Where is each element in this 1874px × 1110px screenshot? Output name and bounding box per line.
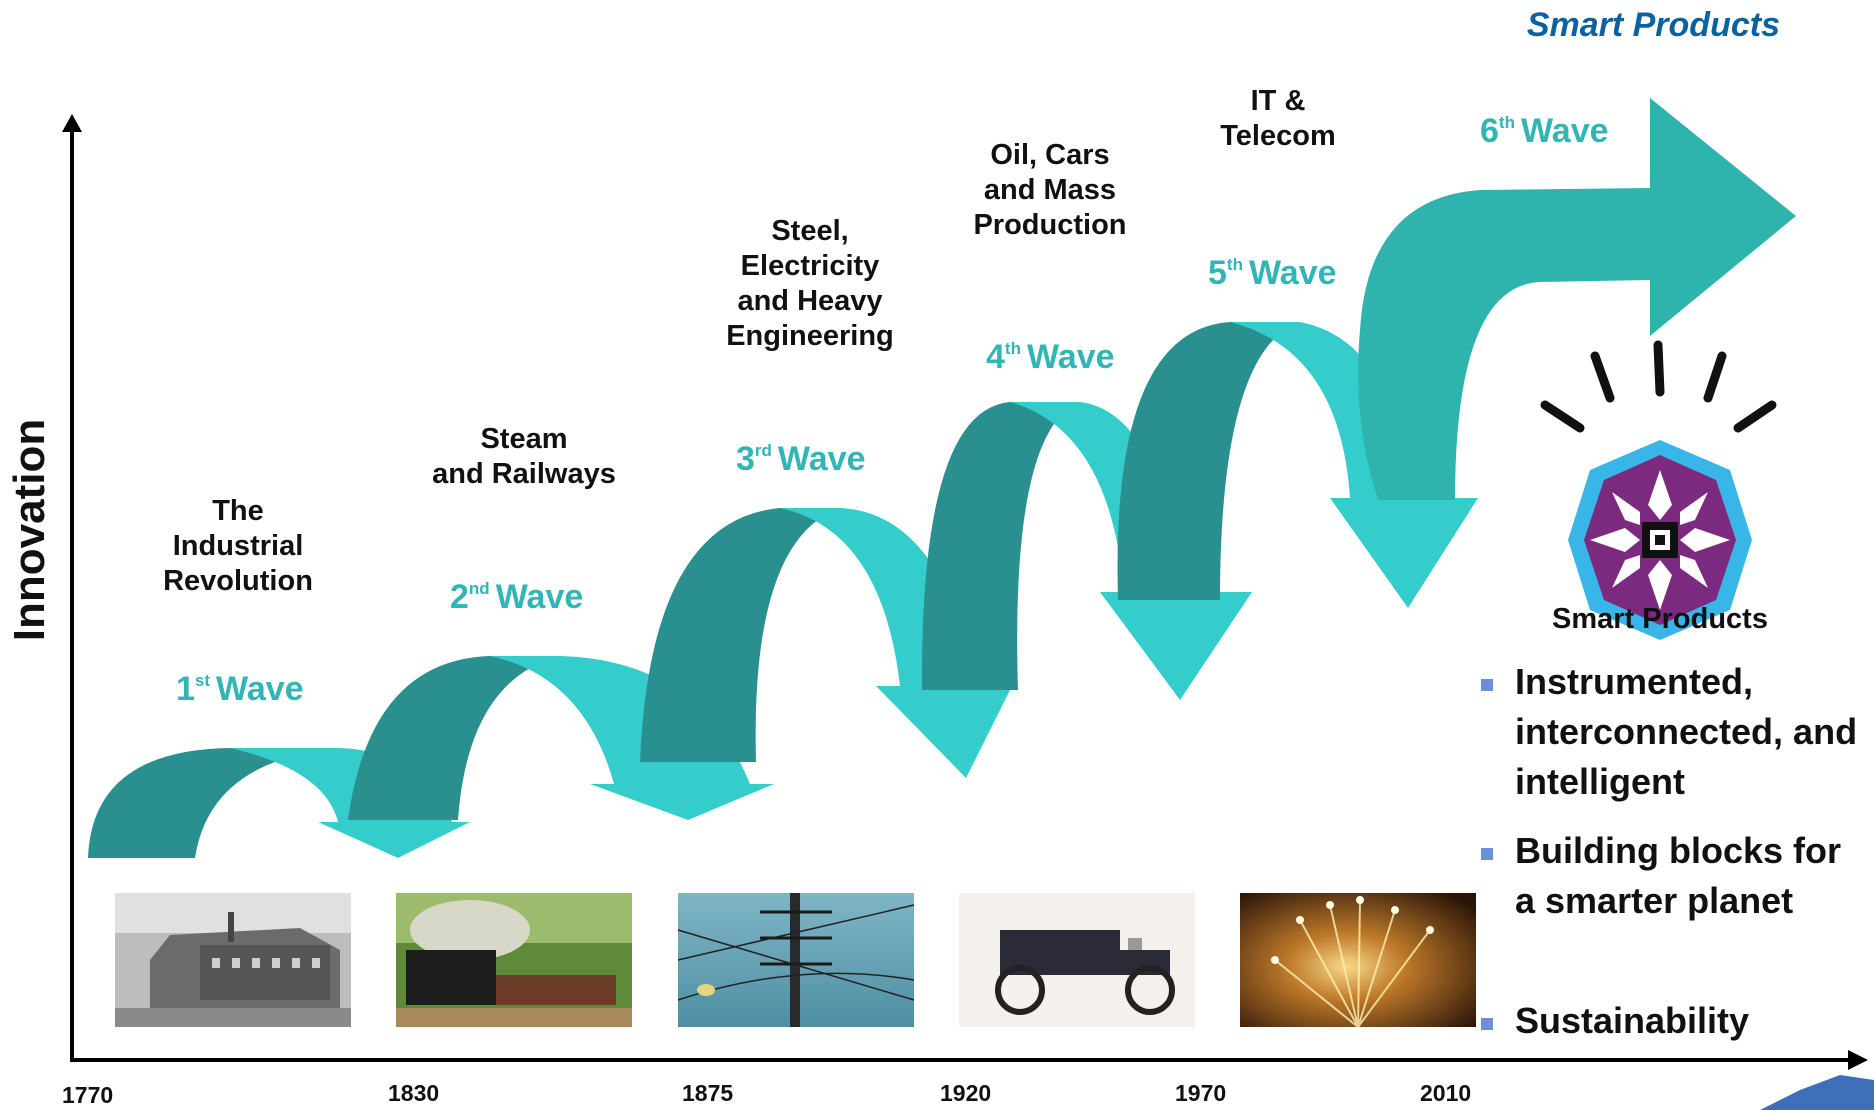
corner-decoration bbox=[1760, 1075, 1874, 1110]
era-label-4: Oil, Cars and Mass Production bbox=[973, 139, 1127, 241]
wave-2-arrow bbox=[348, 656, 774, 820]
wave-5-arrow bbox=[1117, 322, 1478, 608]
bullet-marker bbox=[1481, 1018, 1493, 1030]
era-label-5: IT & Telecom bbox=[1220, 85, 1336, 152]
bullet-marker bbox=[1481, 848, 1493, 860]
page-title: Smart Products bbox=[1526, 6, 1780, 44]
year-label-1970: 1970 bbox=[1175, 1080, 1227, 1106]
power-lines-photo bbox=[677, 893, 915, 1027]
steam-train-photo bbox=[396, 893, 632, 1027]
wave-6-arrow bbox=[1358, 98, 1796, 500]
year-label-1830: 1830 bbox=[388, 1080, 440, 1106]
bullet-item-3: Sustainability bbox=[1481, 996, 1860, 1046]
bullet-marker bbox=[1481, 679, 1493, 691]
year-label-1875: 1875 bbox=[682, 1080, 734, 1106]
era-label-1: The Industrial Revolution bbox=[163, 495, 313, 597]
y-axis-label: Innovation bbox=[5, 419, 54, 641]
bullet-text: Sustainability bbox=[1515, 1000, 1750, 1041]
era-label-2: Steam and Railways bbox=[432, 423, 616, 490]
bullet-item-2: Building blocks for a smarter planet bbox=[1481, 826, 1860, 926]
era-label-3: Steel, Electricity and Heavy Engineering bbox=[726, 215, 894, 352]
factory-photo bbox=[115, 893, 351, 1027]
year-label-1920: 1920 bbox=[940, 1080, 992, 1106]
smart-panel-title: Smart Products bbox=[1552, 603, 1768, 635]
y-axis bbox=[62, 114, 82, 1060]
bullet-text: Instrumented, interconnected, and intell… bbox=[1515, 661, 1858, 802]
year-label-2010: 2010 bbox=[1420, 1080, 1472, 1106]
bullet-text: Building blocks for a smarter planet bbox=[1515, 830, 1842, 921]
wave-3-arrow bbox=[640, 508, 1012, 778]
bullet-item-1: Instrumented, interconnected, and intell… bbox=[1481, 657, 1860, 807]
smarter-planet-logo bbox=[1540, 340, 1777, 640]
x-axis bbox=[70, 1050, 1868, 1070]
year-label-1770: 1770 bbox=[62, 1082, 114, 1108]
fiber-optics-photo bbox=[1240, 893, 1476, 1028]
model-t-car-photo bbox=[959, 893, 1195, 1027]
